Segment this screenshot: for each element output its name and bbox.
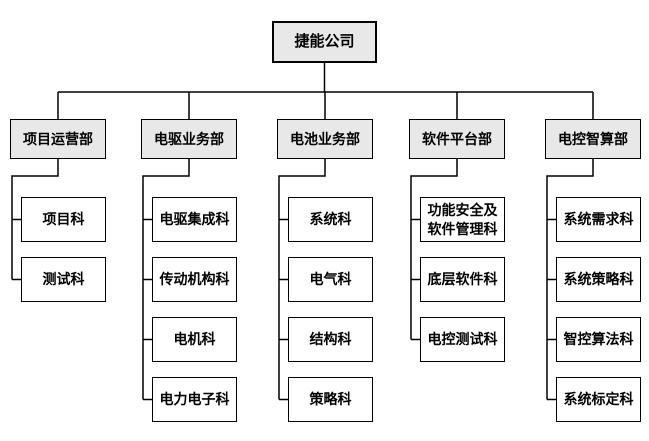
- connector-dept-trunk-2: [278, 159, 326, 400]
- connector-dept-trunk-1: [142, 159, 190, 400]
- org-node-dept-4: 电控智算部: [545, 119, 641, 159]
- org-node-section-2-2: 结构科: [288, 317, 373, 362]
- org-node-section-3-0-label: 功能安全及 软件管理科: [427, 202, 498, 237]
- org-node-section-1-2: 电机科: [152, 317, 237, 362]
- org-node-section-4-3: 系统标定科: [556, 377, 641, 422]
- org-node-section-0-0-label: 项目科: [42, 211, 85, 228]
- org-node-dept-2: 电池业务部: [277, 119, 373, 159]
- connector-dept-trunk-3: [410, 159, 458, 340]
- org-node-section-3-1-label: 底层软件科: [427, 271, 498, 288]
- org-node-section-1-1-label: 传动机构科: [159, 271, 230, 288]
- org-node-section-4-2-label: 智控算法科: [563, 331, 634, 348]
- org-node-section-3-1: 底层软件科: [420, 257, 505, 302]
- connector-dept-trunk-0: [11, 159, 59, 280]
- org-node-section-4-3-label: 系统标定科: [563, 391, 634, 408]
- org-node-section-0-0: 项目科: [21, 197, 106, 242]
- org-node-section-2-2-label: 结构科: [309, 331, 352, 348]
- org-node-section-1-2-label: 电机科: [173, 331, 216, 348]
- org-node-section-3-0: 功能安全及 软件管理科: [420, 197, 505, 242]
- org-node-dept-0: 项目运营部: [10, 119, 106, 159]
- org-node-section-0-1-label: 测试科: [42, 271, 85, 288]
- org-node-dept-1: 电驱业务部: [141, 119, 237, 159]
- org-node-dept-0-label: 项目运营部: [23, 130, 93, 147]
- org-node-section-4-0: 系统需求科: [556, 197, 641, 242]
- org-node-section-1-0-label: 电驱集成科: [159, 211, 230, 228]
- org-node-dept-3-label: 软件平台部: [422, 130, 492, 147]
- org-node-section-2-0-label: 系统科: [309, 211, 352, 228]
- org-node-section-0-1: 测试科: [21, 257, 106, 302]
- org-node-section-1-1: 传动机构科: [152, 257, 237, 302]
- org-node-section-3-2-label: 电控测试科: [427, 331, 498, 348]
- org-node-section-2-0: 系统科: [288, 197, 373, 242]
- org-node-dept-4-label: 电控智算部: [558, 130, 628, 147]
- org-node-section-1-3-label: 电力电子科: [159, 391, 230, 408]
- org-node-root-label: 捷能公司: [294, 33, 355, 51]
- org-node-section-4-0-label: 系统需求科: [563, 211, 634, 228]
- org-node-section-4-1-label: 系统策略科: [563, 271, 634, 288]
- org-node-dept-2-label: 电池业务部: [290, 130, 360, 147]
- org-node-section-4-2: 智控算法科: [556, 317, 641, 362]
- org-node-section-1-0: 电驱集成科: [152, 197, 237, 242]
- org-node-root: 捷能公司: [272, 21, 377, 63]
- org-node-section-4-1: 系统策略科: [556, 257, 641, 302]
- org-node-section-2-3: 策略科: [288, 377, 373, 422]
- org-node-dept-3: 软件平台部: [409, 119, 505, 159]
- connector-dept-trunk-4: [546, 159, 594, 400]
- org-node-section-1-3: 电力电子科: [152, 377, 237, 422]
- org-node-section-2-3-label: 策略科: [309, 391, 352, 408]
- org-node-section-2-1-label: 电气科: [309, 271, 352, 288]
- org-node-section-3-2: 电控测试科: [420, 317, 505, 362]
- org-node-section-2-1: 电气科: [288, 257, 373, 302]
- org-node-dept-1-label: 电驱业务部: [154, 130, 224, 147]
